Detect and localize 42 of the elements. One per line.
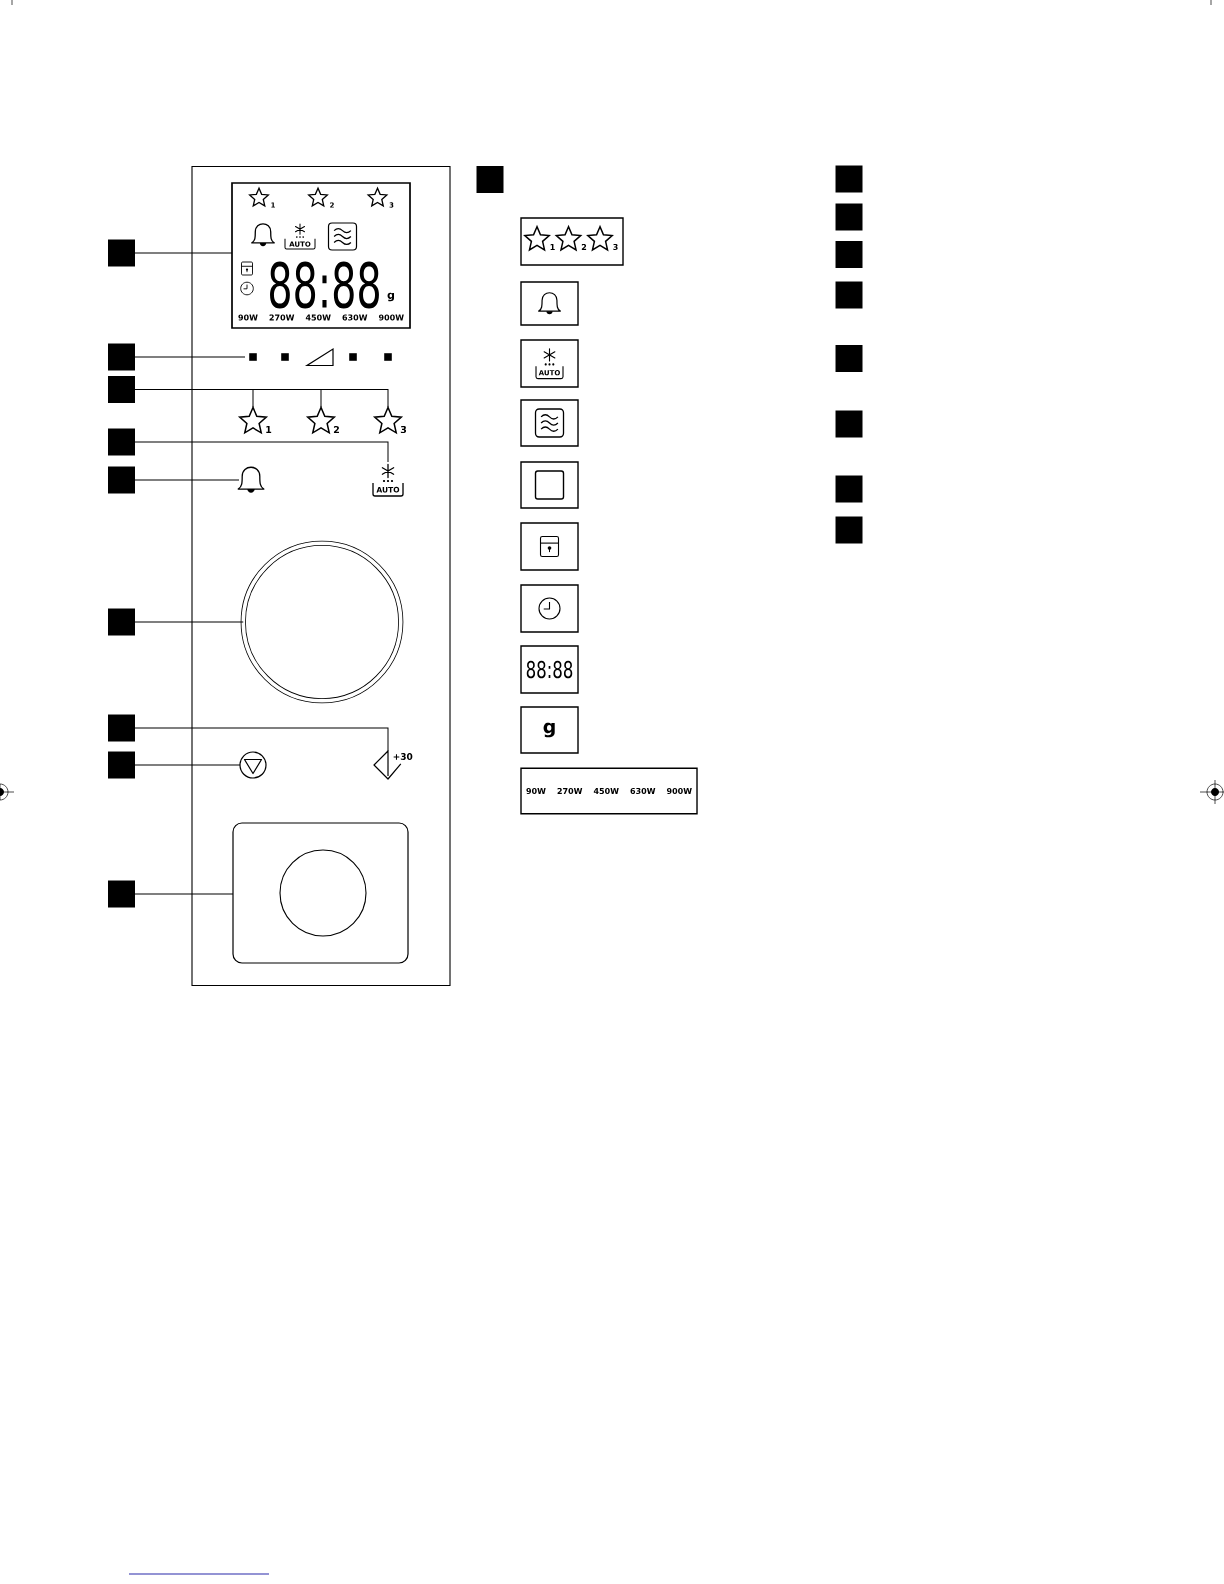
add-time-button: +30 [373,750,413,780]
callout-marker [108,343,135,371]
unit-label: g [387,292,394,302]
callout-marker [476,166,504,193]
power-scale: 90W 270W 450W 630W 900W [238,314,404,321]
unit-label: g [543,722,555,738]
callout-marker [108,608,135,636]
callout-marker [835,241,863,268]
callout-marker [835,475,863,503]
callout-marker [835,516,863,544]
leader-line [134,356,246,358]
callout-marker [835,345,863,372]
callout-marker [108,376,135,403]
control-panel [191,165,451,987]
callout-marker [835,203,863,231]
callout-marker [108,880,135,908]
stop-button [239,751,267,779]
callout-marker [108,751,135,779]
door-release-button [232,822,409,964]
node-label: 1 [266,426,272,433]
callout-marker [835,165,863,193]
digit-readout: 88:88 [526,660,573,679]
leader-line [134,479,240,481]
power-scale: 90W 270W 450W 630W 900W [526,788,692,795]
callout-marker [835,410,863,438]
control-knob [240,540,404,704]
leader-line [134,252,233,254]
leader-line [134,764,241,766]
leader-line [134,621,244,623]
callout-marker [108,466,135,494]
leader-line [134,893,234,895]
leader-line [134,727,389,752]
bell-icon [237,466,265,493]
digit-readout: 88:88 [270,261,379,309]
node-label: 2 [333,425,339,434]
callout-marker [835,281,863,309]
callout-marker [108,239,135,267]
node-label: 3 [400,425,407,434]
leader-line [134,441,389,463]
leader-line [134,389,389,408]
callout-marker [108,714,135,742]
callout-marker [108,428,135,456]
